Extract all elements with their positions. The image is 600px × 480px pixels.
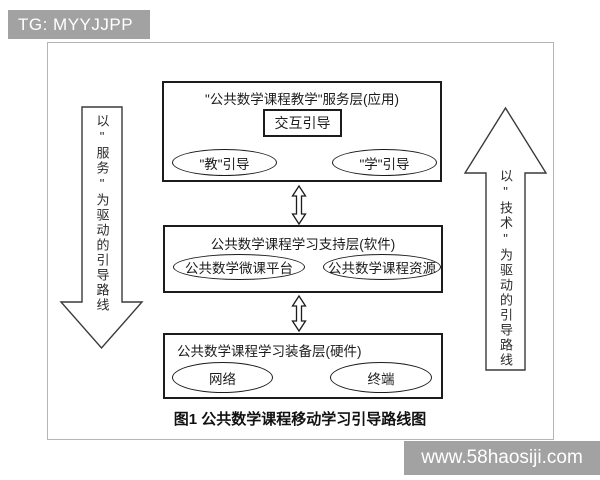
watermark-bottom-right: www.58haosiji.com bbox=[404, 441, 600, 475]
service-layer-title: "公共数学课程教学"服务层(应用) bbox=[204, 92, 400, 107]
course-resource-node: 公共数学课程资源 bbox=[323, 254, 441, 280]
interaction-guidance-node: 交互引导 bbox=[263, 109, 342, 137]
page-frame bbox=[47, 42, 554, 440]
support-layer-title: 公共数学课程学习支持层(软件) bbox=[210, 237, 396, 252]
equipment-layer-title: 公共数学课程学习装备层(硬件) bbox=[177, 344, 362, 359]
learn-guidance-node: "学"引导 bbox=[332, 149, 437, 176]
teach-guidance-node: "教"引导 bbox=[172, 149, 277, 176]
network-node: 网络 bbox=[172, 362, 273, 393]
terminal-node: 终端 bbox=[330, 362, 432, 393]
figure-caption: 图1 公共数学课程移动学习引导路线图 bbox=[173, 411, 427, 428]
technology-driven-arrow-label: 以"技术"为驱动的引导路线 bbox=[498, 168, 513, 368]
service-driven-arrow-label: 以"服务"为驱动的引导路线 bbox=[94, 113, 110, 313]
watermark-top-left: TG: MYYJJPP bbox=[8, 10, 150, 39]
micro-course-platform-node: 公共数学微课平台 bbox=[173, 254, 305, 280]
